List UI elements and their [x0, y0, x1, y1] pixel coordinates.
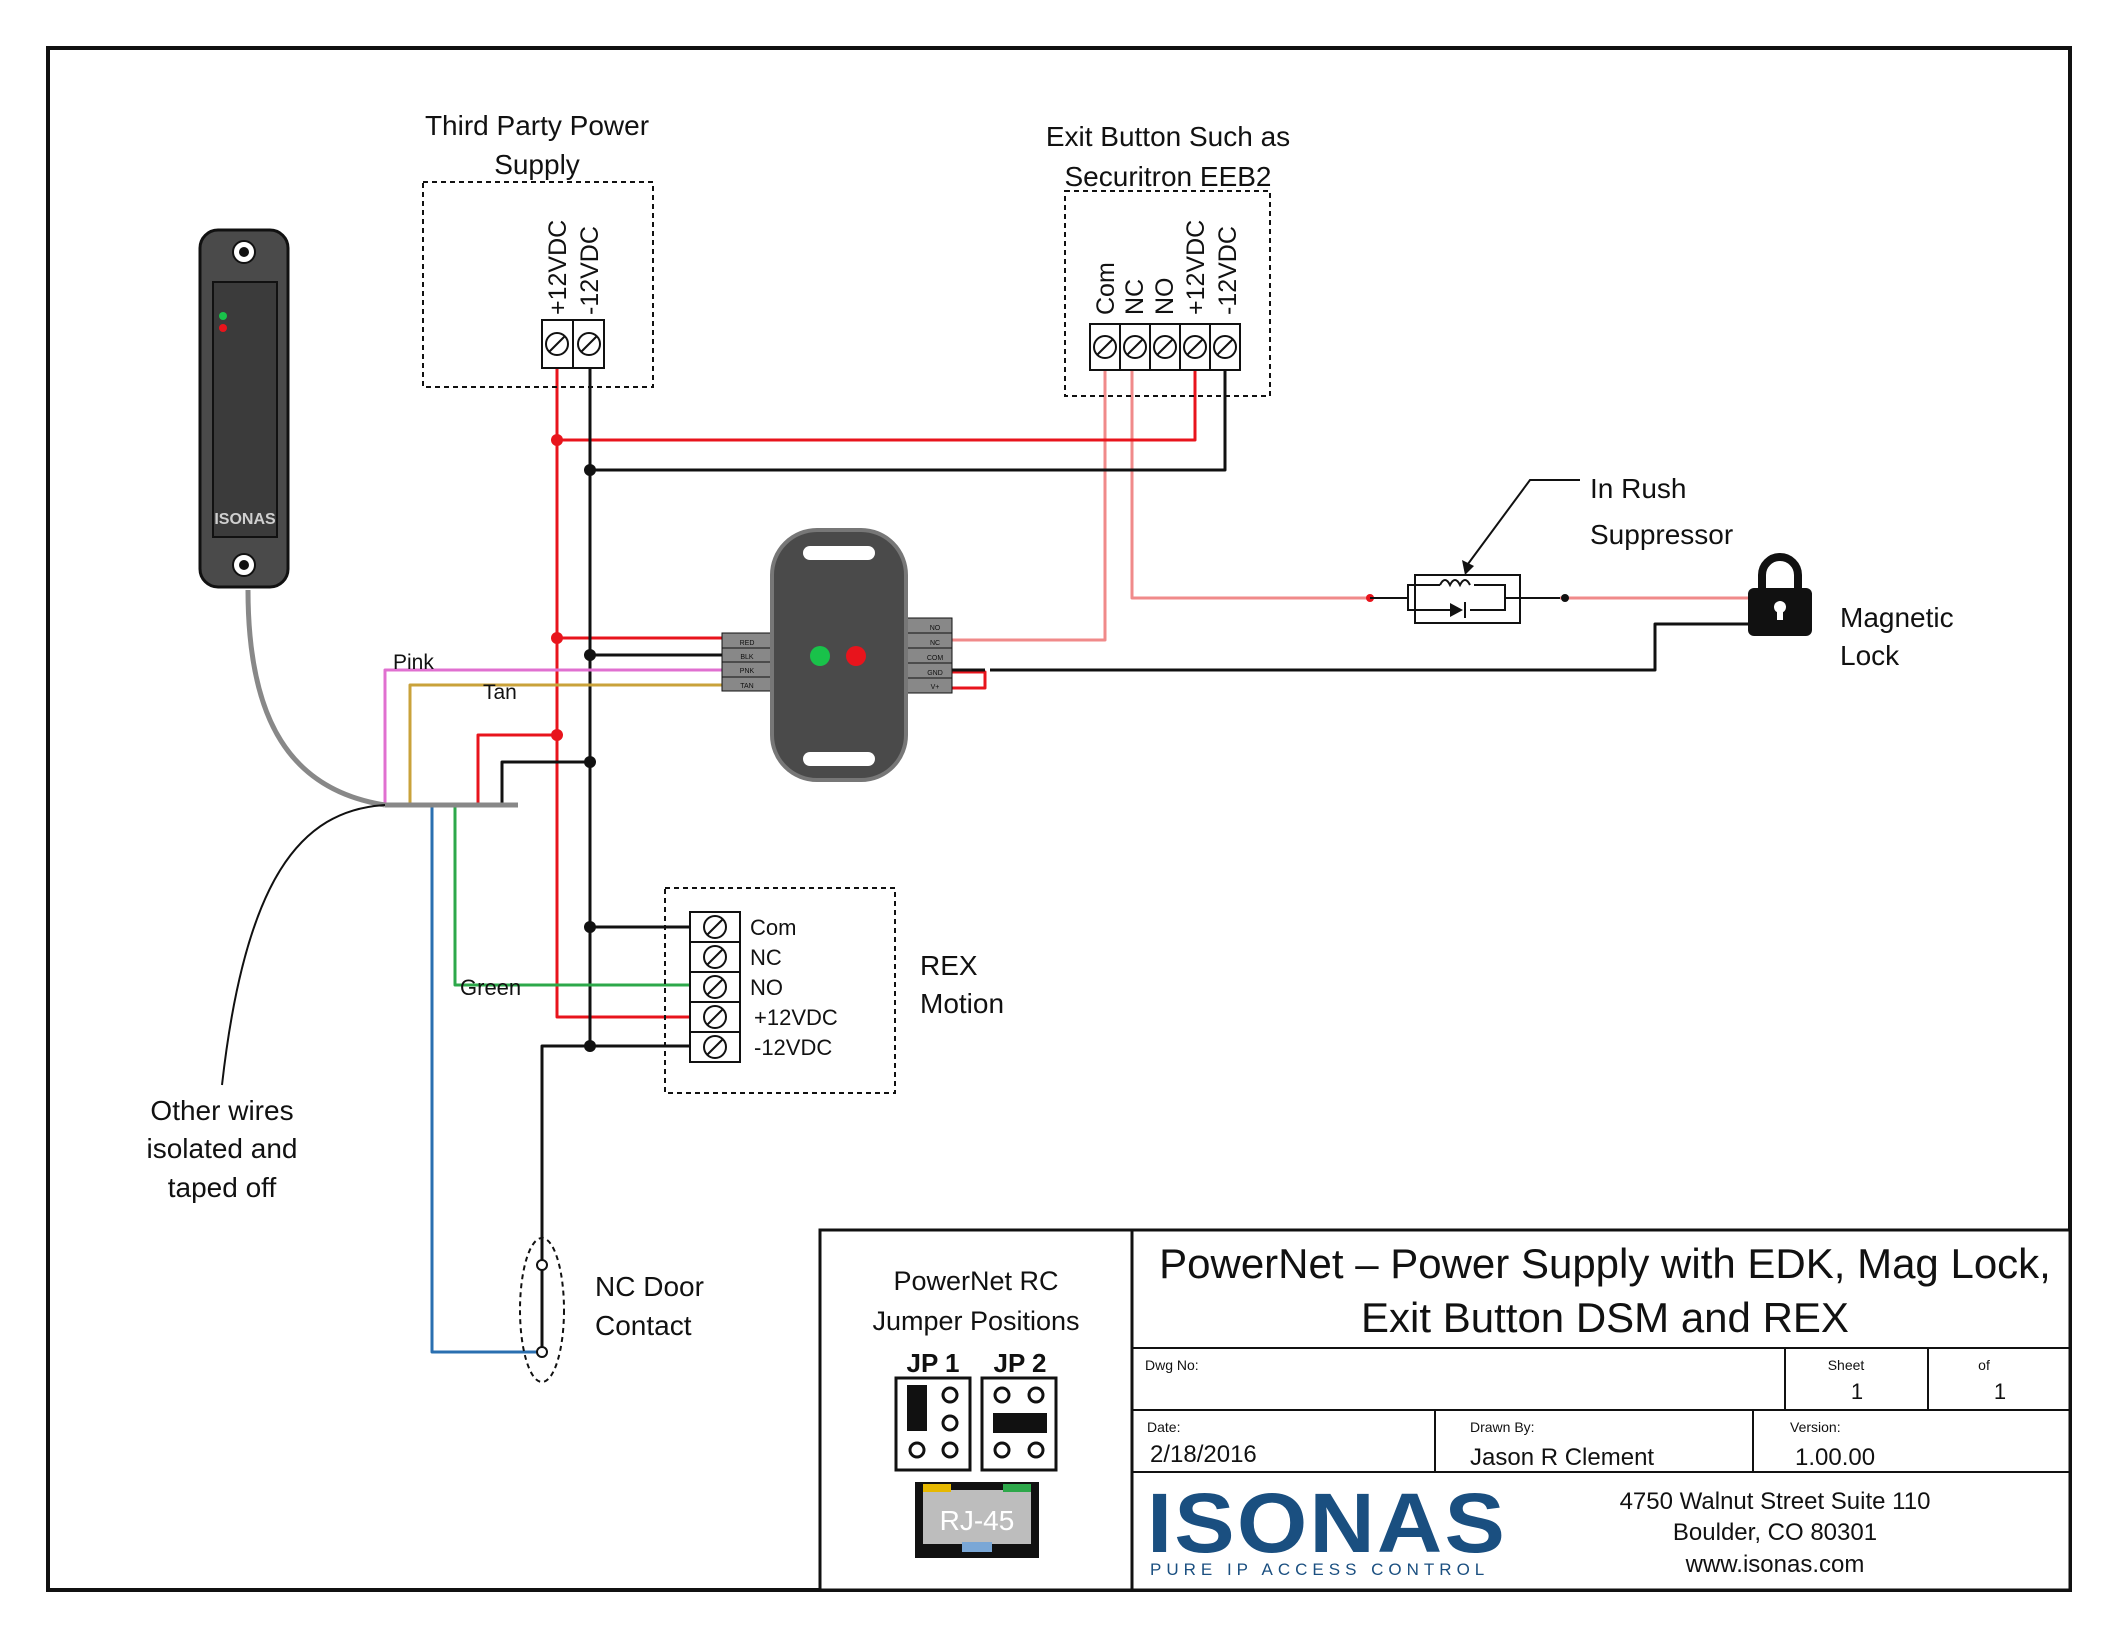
other-wires-label-1: Other wires: [150, 1095, 293, 1126]
wire-exit-com: [905, 332, 1107, 642]
other-wires-leader: [221, 804, 386, 1086]
green-label: Green: [460, 975, 521, 1000]
date-value: 2/18/2016: [1150, 1441, 1257, 1468]
reader-cable: [245, 589, 386, 808]
exit-button-title-1: Exit Button Such as: [1046, 121, 1290, 152]
jp2-jumper: [980, 1376, 1058, 1472]
wire-lock-gnd: [905, 622, 1752, 672]
ps-terminal-label: +12VDC: [544, 220, 572, 315]
module-pin-label: COM: [927, 655, 944, 662]
of-label: of: [1978, 1357, 1990, 1373]
exit-button: Exit Button Such as Securitron EEB2 Com …: [1046, 121, 1290, 397]
drawn-by-value: Jason R Clement: [1470, 1444, 1654, 1471]
of-value: 1: [1994, 1379, 2006, 1404]
wire-gnd-exit: [590, 332, 1227, 472]
rex-label-2: Motion: [920, 988, 1004, 1019]
power-supply: Third Party Power Supply +12VDC -12VDC: [422, 110, 654, 388]
date-label: Date:: [1147, 1419, 1180, 1435]
rj45-port: RJ-45: [915, 1482, 1039, 1558]
pink-label: Pink: [393, 651, 434, 674]
address-line-1: 4750 Walnut Street Suite 110: [1620, 1488, 1931, 1515]
wire-gnd-main: [588, 340, 705, 1048]
door-contact-label-2: Contact: [595, 1310, 692, 1341]
rex-terminal-label: -12VDC: [754, 1035, 832, 1060]
sheet-value: 1: [1851, 1379, 1863, 1404]
isonas-logo: ISONAS: [1147, 1476, 1507, 1570]
wire-12v-reader: [476, 733, 557, 805]
wire-tan: [408, 683, 725, 805]
exit-terminal-label: +12VDC: [1182, 220, 1210, 315]
wire-exit-nc: [1130, 332, 1370, 600]
drawing-title-1: PowerNet – Power Supply with EDK, Mag Lo…: [1159, 1240, 2051, 1287]
sheet-label: Sheet: [1828, 1357, 1865, 1373]
power-supply-title-2: Supply: [494, 149, 580, 180]
version-value: 1.00.00: [1795, 1444, 1875, 1471]
junction-dots: [551, 434, 1569, 1052]
title-block: PowerNet RC Jumper Positions JP 1 JP 2 R…: [818, 1228, 2072, 1592]
rex-terminal-label: Com: [750, 915, 796, 940]
power-supply-title-1: Third Party Power: [425, 110, 649, 141]
rex-terminal-label: +12VDC: [754, 1005, 838, 1030]
wire-green: [453, 805, 705, 987]
module-pin-label: GND: [927, 670, 943, 677]
inrush-suppressor: In Rush Suppressor: [1370, 473, 1733, 624]
exit-terminal-label: Com: [1092, 262, 1120, 315]
exit-terminal-label: -12VDC: [1214, 226, 1242, 315]
drawn-by-label: Drawn By:: [1470, 1419, 1535, 1435]
ps-terminal-block: [541, 319, 605, 369]
module-pin-label: TAN: [740, 683, 753, 690]
exit-terminal-label: NO: [1151, 278, 1179, 316]
rex-motion: Com NC NO +12VDC -12VDC REX Motion: [664, 887, 1004, 1094]
module-pin-label: V+: [931, 684, 940, 691]
rex-terminal-label: NO: [750, 975, 783, 1000]
module-pin-label: PNK: [740, 668, 755, 675]
powernet-module: RED BLK PNK TAN NO NC COM GND V+: [721, 528, 953, 782]
mag-lock-label-2: Lock: [1840, 640, 1900, 671]
jp1-jumper: [894, 1376, 972, 1472]
jumper-title-1: PowerNet RC: [893, 1266, 1058, 1296]
address-line-2: Boulder, CO 80301: [1673, 1519, 1877, 1546]
version-label: Version:: [1790, 1419, 1841, 1435]
jumper-title-2: Jumper Positions: [872, 1306, 1079, 1336]
wires: [221, 332, 1752, 1354]
dwg-no-label: Dwg No:: [1145, 1357, 1199, 1373]
exit-terminal-block: [1089, 323, 1241, 371]
wire-12v-main: [555, 340, 705, 1019]
other-wires-label-2: isolated and: [146, 1133, 297, 1164]
wire-door-contact: [540, 1044, 590, 1352]
rex-label-1: REX: [920, 950, 978, 981]
jp2-label: JP 2: [993, 1348, 1046, 1378]
inrush-label-2: Suppressor: [1590, 519, 1733, 550]
jp1-label: JP 1: [906, 1348, 959, 1378]
lock-icon: Magnetic Lock: [1748, 553, 1954, 671]
other-wires-label-3: taped off: [168, 1172, 277, 1203]
isonas-tagline: PURE IP ACCESS CONTROL: [1150, 1560, 1489, 1579]
wire-gnd-reader: [500, 760, 590, 805]
address-line-3: www.isonas.com: [1685, 1551, 1865, 1578]
ps-terminal-label: -12VDC: [576, 226, 604, 315]
tan-label: Tan: [483, 681, 517, 704]
reader-brand: ISONAS: [214, 511, 276, 528]
module-pin-label: NC: [930, 640, 940, 647]
door-contact-label-1: NC Door: [595, 1271, 704, 1302]
wire-blue: [430, 805, 542, 1354]
wire-pink: [383, 668, 725, 805]
module-pin-label: BLK: [740, 654, 754, 661]
door-contact: NC Door Contact: [519, 1237, 704, 1383]
module-pin-label: RED: [740, 640, 755, 647]
rj45-label: RJ-45: [940, 1505, 1015, 1536]
rex-terminal-label: NC: [750, 945, 782, 970]
exit-button-title-2: Securitron EEB2: [1065, 161, 1272, 192]
mag-lock-label-1: Magnetic: [1840, 602, 1954, 633]
inrush-label-1: In Rush: [1590, 473, 1687, 504]
module-pin-label: NO: [930, 625, 941, 632]
drawing-title-2: Exit Button DSM and REX: [1361, 1294, 1849, 1341]
exit-terminal-label: NC: [1121, 279, 1149, 315]
isonas-reader: ISONAS: [198, 228, 290, 589]
